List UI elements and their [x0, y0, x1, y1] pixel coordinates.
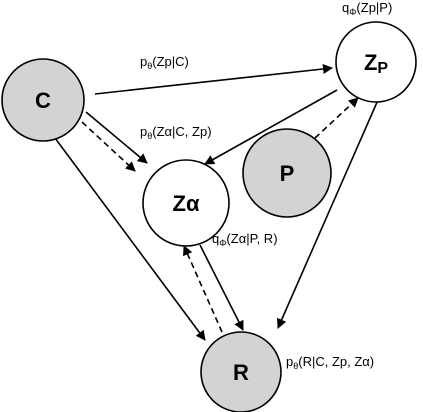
- edge-c-to-zp: [94, 64, 333, 95]
- edge-c-to-r: [54, 137, 206, 341]
- node-c: C: [1, 58, 85, 142]
- edge-zp-to-r: [277, 99, 379, 329]
- node-za-label: Zα: [173, 191, 200, 216]
- node-zp: ZP: [335, 21, 417, 103]
- edge-p-to-zp-dashed: [314, 97, 359, 139]
- node-r-label: R: [233, 360, 249, 385]
- label-p-za-given-c-zp: pθ(Zα|C, Zp): [140, 124, 212, 141]
- node-zp-label: ZP: [364, 50, 388, 77]
- edge-za-to-r: [199, 244, 244, 331]
- edge-c-to-za-dashed: [81, 121, 136, 172]
- node-p: P: [242, 128, 332, 218]
- label-q-za-given-p-r: qΦ(Zα|P, R): [212, 231, 278, 248]
- node-r: R: [200, 331, 282, 412]
- edge-r-to-za-dashed: [183, 245, 223, 333]
- node-c-label: C: [35, 88, 51, 113]
- node-p-label: P: [280, 161, 295, 186]
- label-q-zp-given-p: qΦ(Zp|P): [342, 0, 392, 17]
- edge-c-to-za: [85, 111, 148, 164]
- node-za: Zα: [142, 159, 230, 247]
- edge-zp-to-za: [204, 89, 338, 165]
- label-p-zp-given-c: pθ(Zp|C): [140, 54, 189, 71]
- label-p-r-given-c-zp-za: pθ(R|C, Zp, Zα): [286, 354, 374, 371]
